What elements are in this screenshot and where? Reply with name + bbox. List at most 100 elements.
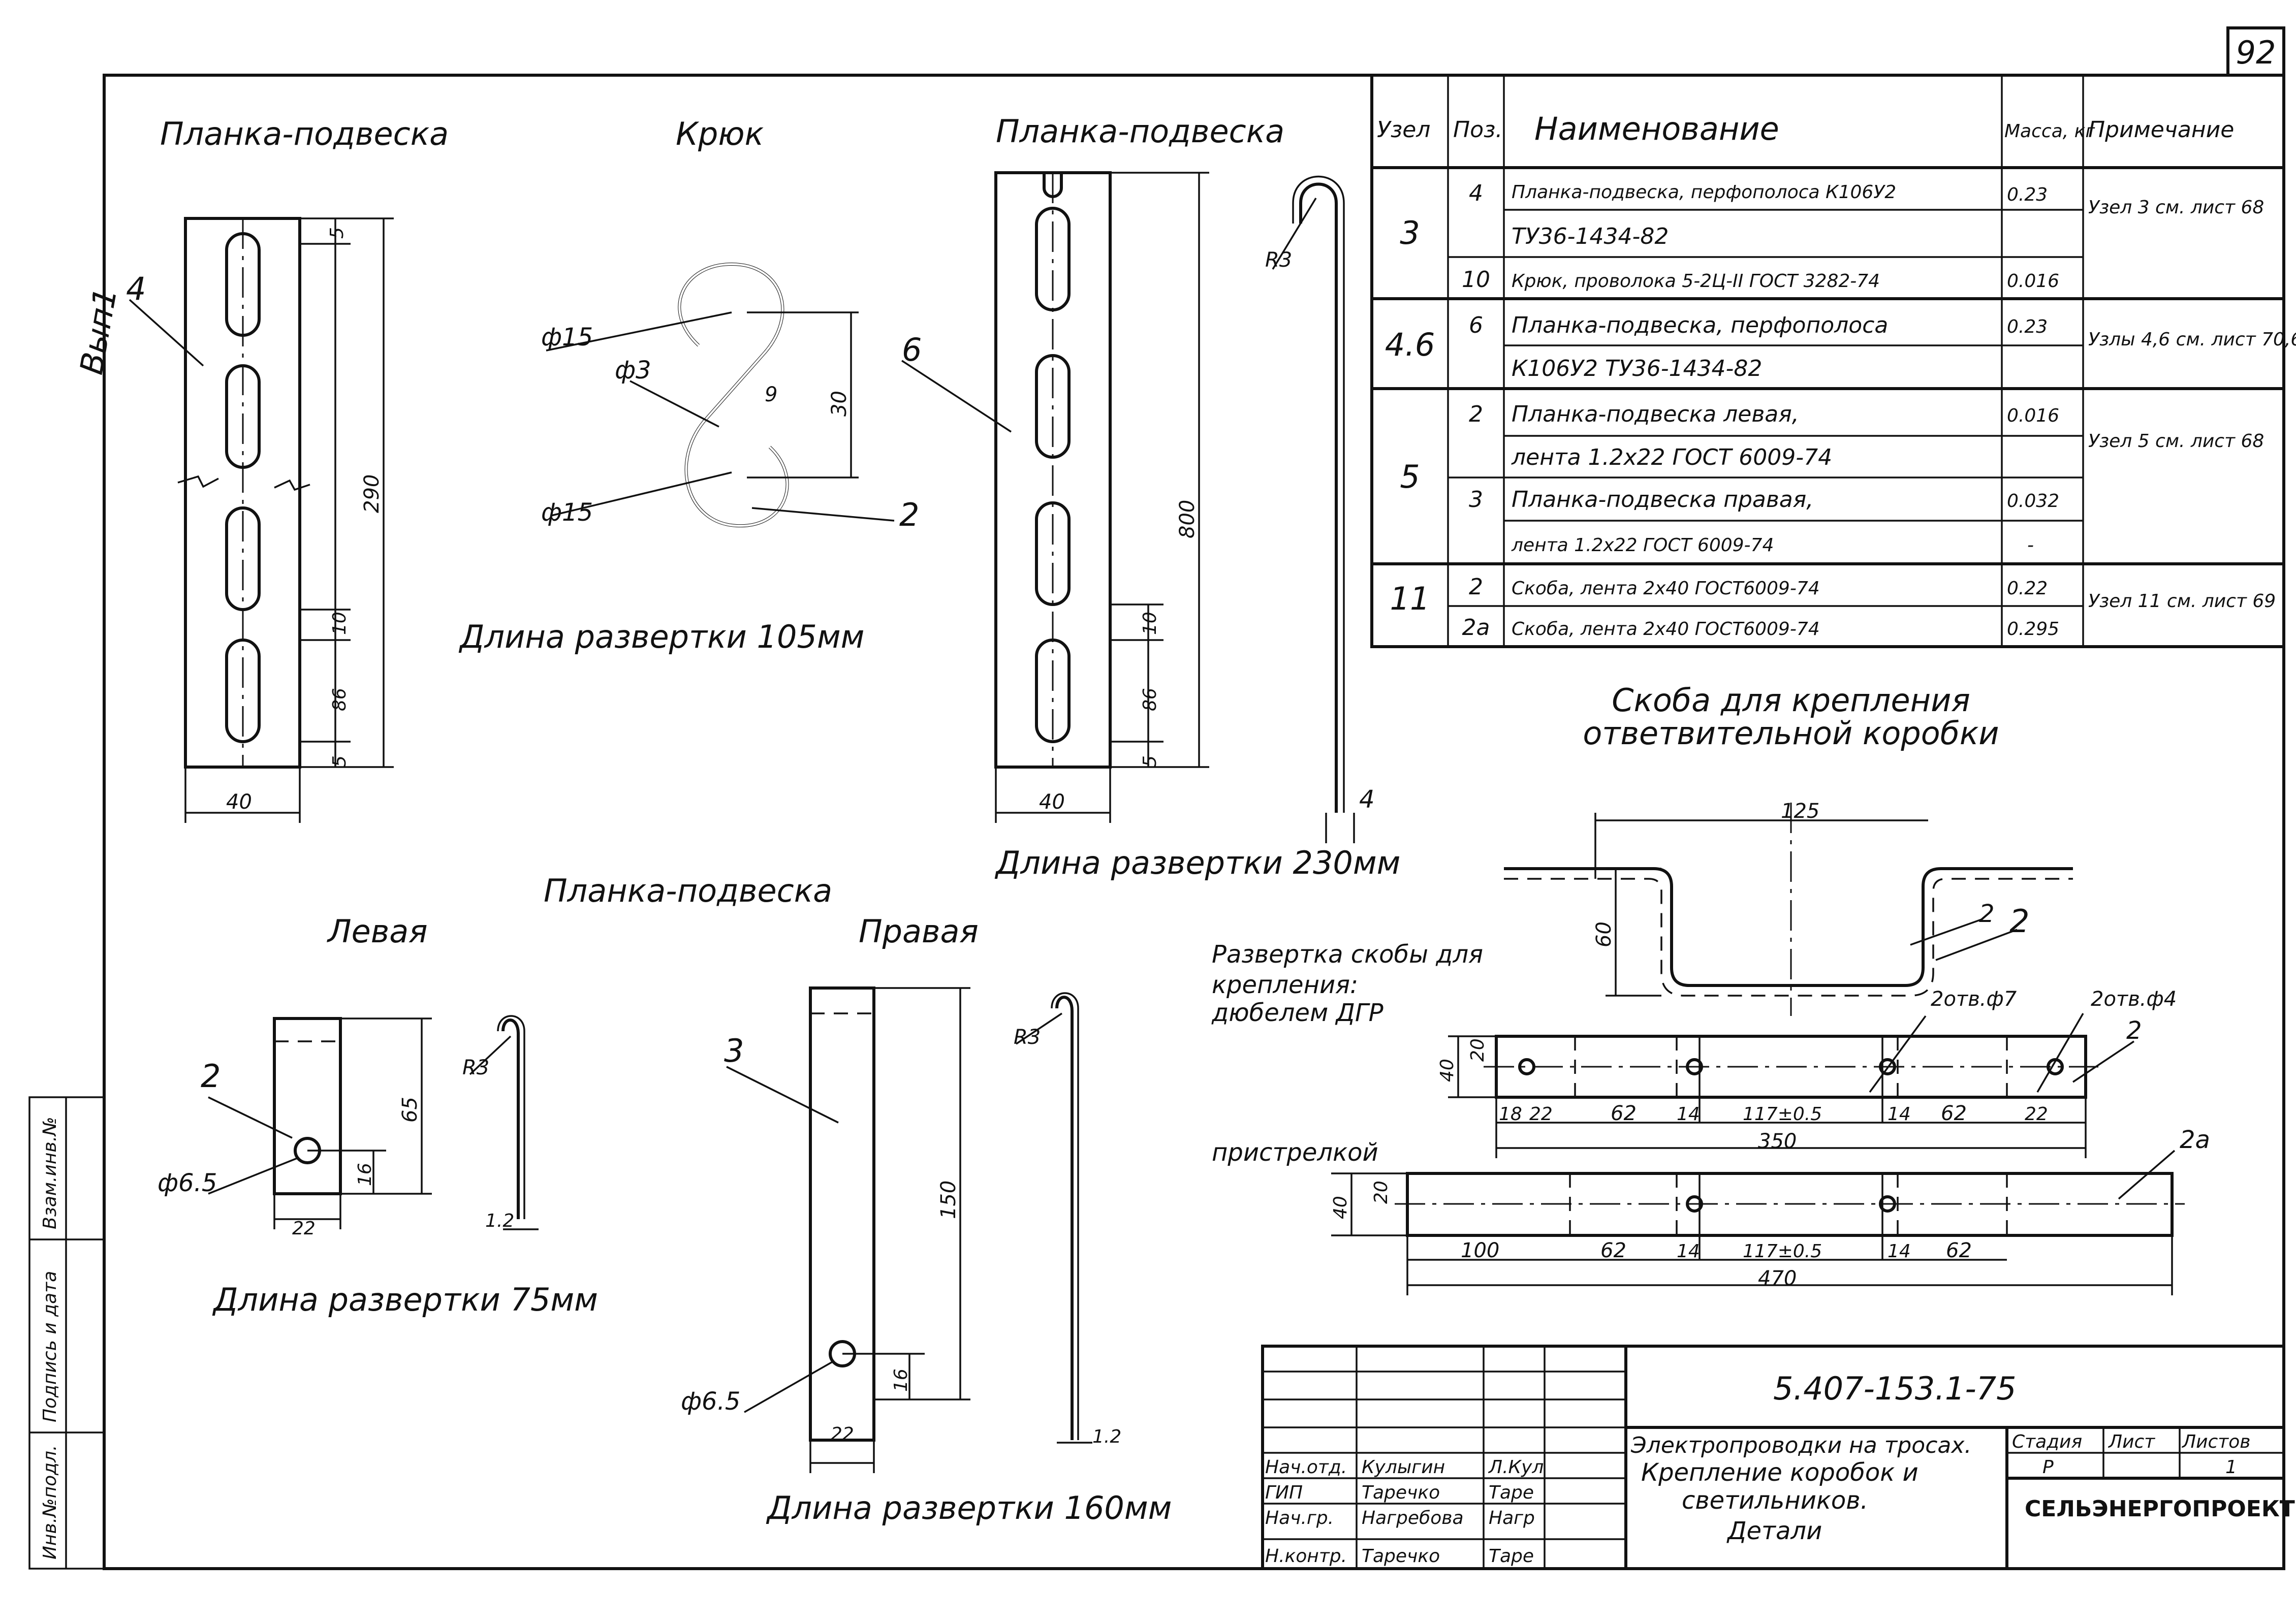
dim-10a: 10 bbox=[329, 612, 350, 635]
dim-h65: 65 bbox=[398, 1097, 422, 1123]
dim-phi3: ф3 bbox=[615, 356, 651, 385]
callout-pos-4: 4 bbox=[126, 270, 146, 307]
dim-phi15a: ф15 bbox=[541, 323, 593, 352]
title-plate-group: Планка-подвеска bbox=[544, 872, 832, 909]
sheets-value: 1 bbox=[2225, 1457, 2237, 1478]
title-right: Правая bbox=[859, 913, 979, 950]
svg-text:2: 2 bbox=[1469, 574, 1483, 600]
table-row: 10 Крюк, проволока 5-2Ц-II ГОСТ 3282-74 … bbox=[1462, 267, 2059, 293]
callout-hook-pos: 2 bbox=[899, 496, 919, 533]
title-bracket-line1: Скоба для крепления bbox=[1612, 682, 1970, 719]
dim-b-350: 350 bbox=[1758, 1130, 1797, 1153]
dim-b-62a: 62 bbox=[1611, 1102, 1637, 1125]
table-row: 4.6 6 Планка-подвеска, перфополоса 0.23 … bbox=[1385, 312, 2296, 363]
plate-6-drawing bbox=[901, 171, 1355, 843]
svg-text:3: 3 bbox=[1469, 487, 1483, 513]
svg-text:К106У2 ТУ36-1434-82: К106У2 ТУ36-1434-82 bbox=[1512, 356, 1762, 381]
dim-86a: 86 bbox=[329, 688, 350, 711]
dim-5b: 5 bbox=[329, 755, 350, 767]
title-plate-left: Планка-подвеска bbox=[160, 115, 449, 152]
svg-text:ГИП: ГИП bbox=[1265, 1482, 1303, 1503]
dim-r3c: R3 bbox=[1014, 1026, 1041, 1049]
bracket-unfold-350 bbox=[1448, 1013, 2134, 1158]
table-header-node: Узел bbox=[1377, 117, 1430, 143]
dim-16b: 16 bbox=[891, 1368, 911, 1392]
dim-b-h20: 20 bbox=[1467, 1038, 1488, 1062]
dim-width-40a: 40 bbox=[226, 790, 252, 814]
svg-text:Нач.гр.: Нач.гр. bbox=[1265, 1508, 1334, 1529]
dim-r3b: R3 bbox=[462, 1056, 489, 1079]
svg-text:0.22: 0.22 bbox=[2007, 578, 2048, 599]
svg-text:Таре: Таре bbox=[1489, 1546, 1534, 1567]
callout-pos-6: 6 bbox=[902, 331, 922, 368]
dim-thickness-4: 4 bbox=[1359, 785, 1375, 814]
svg-text:5: 5 bbox=[1400, 458, 1420, 495]
dim-86b: 86 bbox=[1140, 688, 1160, 711]
callout-bracket-c: 2 bbox=[2126, 1016, 2142, 1045]
table-header-note: Примечание bbox=[2088, 117, 2234, 143]
dim-r3a: R3 bbox=[1265, 248, 1292, 272]
signature-row: Н.контр. Таречко Таре bbox=[1265, 1546, 1534, 1567]
svg-text:11: 11 bbox=[1390, 580, 1430, 617]
dim-t12a: 1.2 bbox=[485, 1211, 514, 1231]
dim-phi65a: ф6.5 bbox=[158, 1169, 217, 1197]
callout-right-pos-3: 3 bbox=[724, 1032, 744, 1069]
svg-text:0.295: 0.295 bbox=[2007, 619, 2059, 640]
svg-text:Кулыгин: Кулыгин bbox=[1362, 1457, 1445, 1478]
title-hook: Крюк bbox=[676, 115, 764, 152]
svg-text:Л.Кул: Л.Кул bbox=[1488, 1457, 1544, 1478]
table-row: 3 4 Планка-подвеска, перфополоса К106У2 … bbox=[1400, 180, 2264, 251]
svg-text:Таречко: Таречко bbox=[1362, 1546, 1440, 1567]
title-left: Левая bbox=[327, 913, 428, 950]
svg-text:лента 1.2x22 ГОСТ 6009-74: лента 1.2x22 ГОСТ 6009-74 bbox=[1511, 535, 1774, 556]
doc-description-line2: Крепление коробок и bbox=[1641, 1458, 1918, 1487]
svg-text:Планка-подвеска, перфополоса: Планка-подвеска, перфополоса bbox=[1512, 312, 1888, 338]
table-row: К106У2 ТУ36-1434-82 bbox=[1512, 356, 1762, 381]
svg-text:2: 2 bbox=[1469, 401, 1483, 427]
svg-text:Узел 11 см. лист 69: Узел 11 см. лист 69 bbox=[2088, 591, 2276, 612]
sheet-number: 92 bbox=[2236, 34, 2276, 71]
document-code: 5.407-153.1-75 bbox=[1773, 1370, 2017, 1407]
svg-text:0.016: 0.016 bbox=[2007, 405, 2059, 426]
title-unfold-line1: Развертка скобы для bbox=[1212, 940, 1483, 969]
sheets-label: Листов bbox=[2181, 1431, 2250, 1452]
hook-drawing bbox=[546, 262, 895, 528]
table-header-pos: Поз. bbox=[1453, 117, 1502, 143]
svg-text:3: 3 bbox=[1400, 214, 1420, 251]
svg-text:Узлы 4,6 см. лист 70,69: Узлы 4,6 см. лист 70,69 bbox=[2088, 329, 2296, 350]
stamp-replacement-inv: Взам.инв.№ bbox=[40, 1117, 60, 1229]
dim-w22a: 22 bbox=[292, 1218, 316, 1239]
table-row: 11 2 Скоба, лента 2x40 ГОСТ6009-74 0.22 … bbox=[1390, 574, 2276, 617]
dim-h150: 150 bbox=[937, 1181, 960, 1219]
doc-description-line1: Электропроводки на тросах. bbox=[1630, 1432, 1971, 1458]
callout-bracket-b: 2 bbox=[2009, 903, 2029, 940]
svg-text:0.016: 0.016 bbox=[2007, 271, 2059, 292]
title-plate-right: Планка-подвеска bbox=[996, 113, 1284, 150]
dim-width-40b: 40 bbox=[1039, 790, 1065, 814]
dim-n-117: 117±0.5 bbox=[1743, 1241, 1822, 1262]
dim-n-14b: 14 bbox=[1888, 1241, 1911, 1262]
dim-125: 125 bbox=[1781, 800, 1819, 823]
dim-5c: 5 bbox=[1140, 755, 1160, 767]
svg-text:Крюк, проволока 5-2Ц-II ГОСТ 3: Крюк, проволока 5-2Ц-II ГОСТ 3282-74 bbox=[1512, 271, 1880, 292]
holes-phi4: 2отв.ф4 bbox=[2091, 988, 2177, 1011]
svg-text:Н.контр.: Н.контр. bbox=[1265, 1546, 1347, 1567]
table-row: лента 1.2x22 ГОСТ 6009-74 - bbox=[1511, 535, 2034, 556]
dim-b-14a: 14 bbox=[1677, 1104, 1700, 1125]
plate-2-left-drawing bbox=[208, 1015, 539, 1230]
title-bracket-line2: ответвительной коробки bbox=[1583, 715, 1999, 752]
svg-text:10: 10 bbox=[1462, 267, 1490, 293]
unfold-length-hook: Длина развертки 105мм bbox=[458, 618, 864, 655]
svg-text:4.6: 4.6 bbox=[1385, 326, 1435, 363]
holes-phi7: 2отв.ф7 bbox=[1931, 988, 2017, 1011]
sheet-frame bbox=[103, 74, 2285, 1570]
svg-text:Узел 5 см. лист 68: Узел 5 см. лист 68 bbox=[2088, 431, 2264, 452]
dim-w22b: 22 bbox=[831, 1424, 854, 1445]
svg-text:Нагр: Нагр bbox=[1489, 1508, 1535, 1529]
plate-3-right-drawing bbox=[726, 986, 1092, 1473]
dim-b-h40: 40 bbox=[1437, 1059, 1458, 1082]
sheet-label: Лист bbox=[2108, 1431, 2155, 1452]
dim-b-18: 18 bbox=[1499, 1104, 1522, 1125]
dim-16a: 16 bbox=[355, 1163, 375, 1186]
unfold-length-plate2: Длина развертки 75мм bbox=[212, 1281, 598, 1318]
